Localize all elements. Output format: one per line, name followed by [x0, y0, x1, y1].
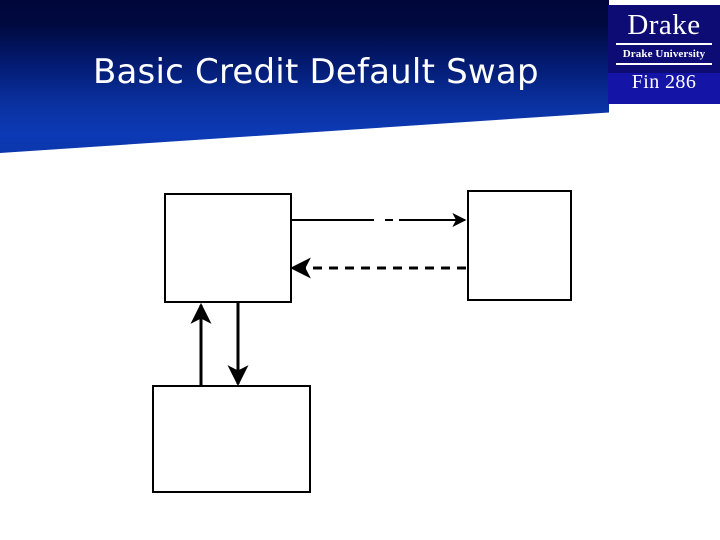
drake-logo: Drake Drake University Fin 286	[608, 5, 720, 104]
logo-rule-bottom	[616, 63, 712, 65]
logo-accent-band	[608, 73, 720, 104]
logo-rule-top	[616, 43, 712, 45]
diagram-box-reference-entity[interactable]	[152, 385, 311, 493]
page-title: Basic Credit Default Swap	[93, 52, 539, 92]
diagram-box-protection-seller[interactable]	[467, 190, 572, 301]
logo-wordmark: Drake	[627, 9, 701, 41]
diagram-box-protection-buyer-label	[166, 195, 290, 301]
diagram-box-protection-buyer[interactable]	[164, 193, 292, 303]
diagram-box-protection-seller-label	[469, 192, 570, 299]
logo-content: Drake Drake University Fin 286	[608, 5, 720, 95]
logo-course-code: Fin 286	[631, 71, 697, 93]
diagram-box-reference-entity-label	[154, 387, 309, 491]
logo-university-name: Drake University	[622, 48, 706, 60]
